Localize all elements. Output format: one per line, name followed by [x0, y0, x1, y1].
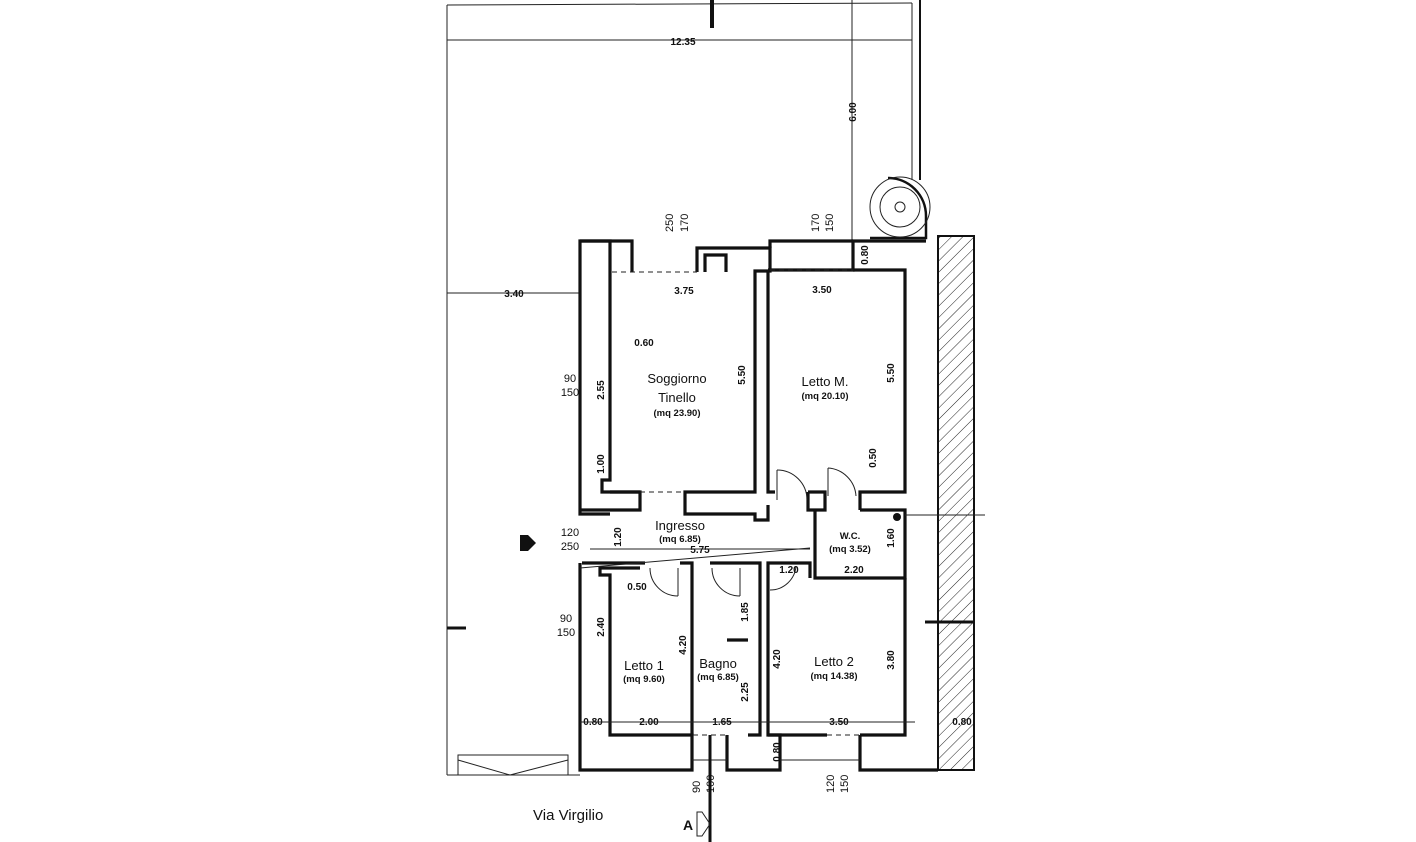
room-area-bagno: (mq 6.85) — [697, 672, 739, 683]
win-letto2-bottom-h: 150 — [839, 775, 851, 793]
dim-soggiorno-w: 3.75 — [674, 286, 694, 297]
neighbour-wall — [937, 235, 975, 771]
dim-wc-w: 2.20 — [844, 565, 864, 576]
lot-boundary — [446, 0, 921, 776]
win-soggiorno-left-w: 90 — [564, 373, 576, 385]
win-lettom-top-h: 150 — [824, 214, 836, 232]
dim-bagno-top: 1.85 — [740, 602, 751, 622]
dim-lot-width: 12.35 — [670, 37, 695, 48]
dim-soggiorno-win: 2.55 — [596, 380, 607, 400]
room-name-letto-m: Letto M. — [802, 374, 849, 389]
win-soggiorno-left-h: 150 — [561, 387, 579, 399]
dim-wc-h: 1.60 — [886, 528, 897, 548]
room-area-letto-2: (mq 14.38) — [811, 671, 858, 682]
dim-lettom-door: 0.50 — [868, 448, 879, 468]
doors[interactable] — [649, 467, 857, 597]
window-labels: 170 250 170 150 90 150 120 250 90 150 90… — [557, 214, 851, 793]
room-name-tinello: Tinello — [658, 390, 696, 405]
dim-ingresso-w: 5.75 — [690, 545, 710, 556]
room-name-wc: W.C. — [840, 531, 861, 542]
dim-hall-w: 1.20 — [779, 565, 799, 576]
room-name-letto-2: Letto 2 — [814, 654, 854, 669]
dim-bagno-bottom: 2.25 — [740, 682, 751, 702]
win-letto1-left-h: 150 — [557, 627, 575, 639]
section-marker: A — [683, 817, 693, 833]
dim-letto1-h: 4.20 — [678, 635, 689, 655]
entrance-arrow-icon — [520, 535, 536, 551]
dim-letto1-recess: 0.50 — [627, 582, 647, 593]
win-lettom-top-w: 170 — [810, 214, 822, 232]
section-arrow-icon — [696, 811, 711, 837]
walls — [457, 239, 985, 842]
dim-lettom-h: 5.50 — [886, 363, 897, 383]
dim-soggiorno-pier: 1.00 — [596, 454, 607, 474]
dimensions: 12.35 3.40 3.75 3.50 0.60 5.75 2.20 1.20… — [504, 37, 972, 762]
dim-ingresso-h: 1.20 — [613, 527, 624, 547]
spiral-staircase — [869, 176, 931, 240]
win-bagno-bottom-w: 90 — [691, 781, 703, 793]
dim-top-wall: 0.80 — [860, 245, 871, 265]
win-ingresso-left-w: 120 — [561, 527, 579, 539]
win-soggiorno-top-w: 170 — [679, 214, 691, 232]
room-area-soggiorno: (mq 23.90) — [654, 408, 701, 419]
dim-bottom-wall: 0.80 — [772, 742, 783, 762]
street-name: Via Virgilio — [533, 807, 603, 824]
dim-right-wall: 0.80 — [952, 717, 972, 728]
room-area-ingresso: (mq 6.85) — [659, 534, 701, 545]
dim-lettom-w: 3.50 — [812, 285, 832, 296]
dim-letto2-h: 3.80 — [886, 650, 897, 670]
room-name-bagno: Bagno — [699, 656, 737, 671]
dim-soggiorno-recess: 0.60 — [634, 338, 654, 349]
dim-soggiorno-h: 5.50 — [737, 365, 748, 385]
dim-letto2-left-h: 4.20 — [772, 649, 783, 669]
room-area-letto-m: (mq 20.10) — [802, 391, 849, 402]
win-letto1-left-w: 90 — [560, 613, 572, 625]
room-area-wc: (mq 3.52) — [829, 544, 871, 555]
win-bagno-bottom-h: 100 — [705, 775, 717, 793]
win-soggiorno-top-h: 250 — [664, 214, 676, 232]
dim-letto1-win: 2.40 — [596, 617, 607, 637]
room-name-soggiorno: Soggiorno — [647, 371, 706, 386]
win-ingresso-left-h: 250 — [561, 541, 579, 553]
room-name-ingresso: Ingresso — [655, 518, 705, 533]
room-area-letto-1: (mq 9.60) — [623, 674, 665, 685]
dim-yard-depth: 6.00 — [848, 102, 859, 122]
win-letto2-bottom-w: 120 — [825, 775, 837, 793]
room-name-letto-1: Letto 1 — [624, 658, 664, 673]
dim-left-setback: 3.40 — [504, 289, 524, 300]
